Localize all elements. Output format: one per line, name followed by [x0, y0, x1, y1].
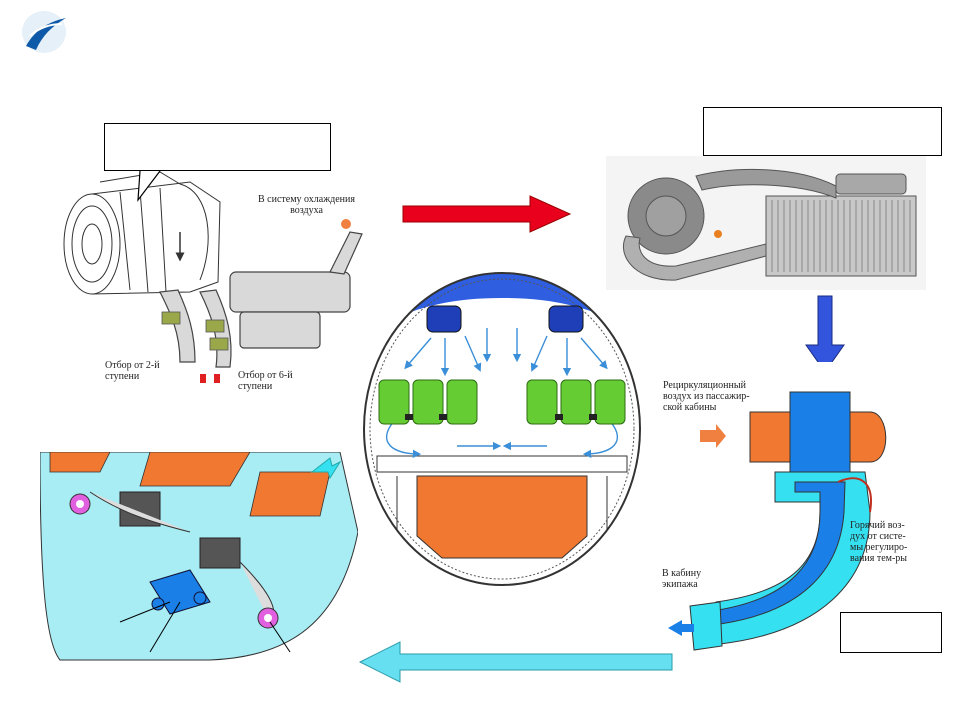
label-to-cooling-system: В систему охлаждения воздуха — [258, 194, 355, 216]
company-logo — [20, 10, 70, 54]
label-hot-air: Горячий воз- дух от систе- мы регулиро- … — [850, 520, 908, 564]
label-to-cockpit: В кабину экипажа — [662, 568, 702, 590]
engine-bleed-panel: В систему охлаждения воздуха Отбор от 2-… — [40, 162, 373, 399]
air-distribution-panel — [40, 452, 358, 662]
label-recirculation-air: Рециркуляционный воздух из пассажир- ско… — [663, 380, 750, 413]
label-bleed-stage-6: Отбор от 6-й ступени — [238, 370, 293, 392]
callout-box-pack — [703, 107, 942, 156]
fuselage-cross-section — [357, 268, 647, 590]
callout-box-engine — [104, 123, 331, 171]
air-conditioning-pack-panel — [606, 156, 926, 290]
label-bleed-stage-2: Отбор от 2-й ступени — [105, 360, 160, 382]
callout-box-mixer — [840, 612, 942, 653]
